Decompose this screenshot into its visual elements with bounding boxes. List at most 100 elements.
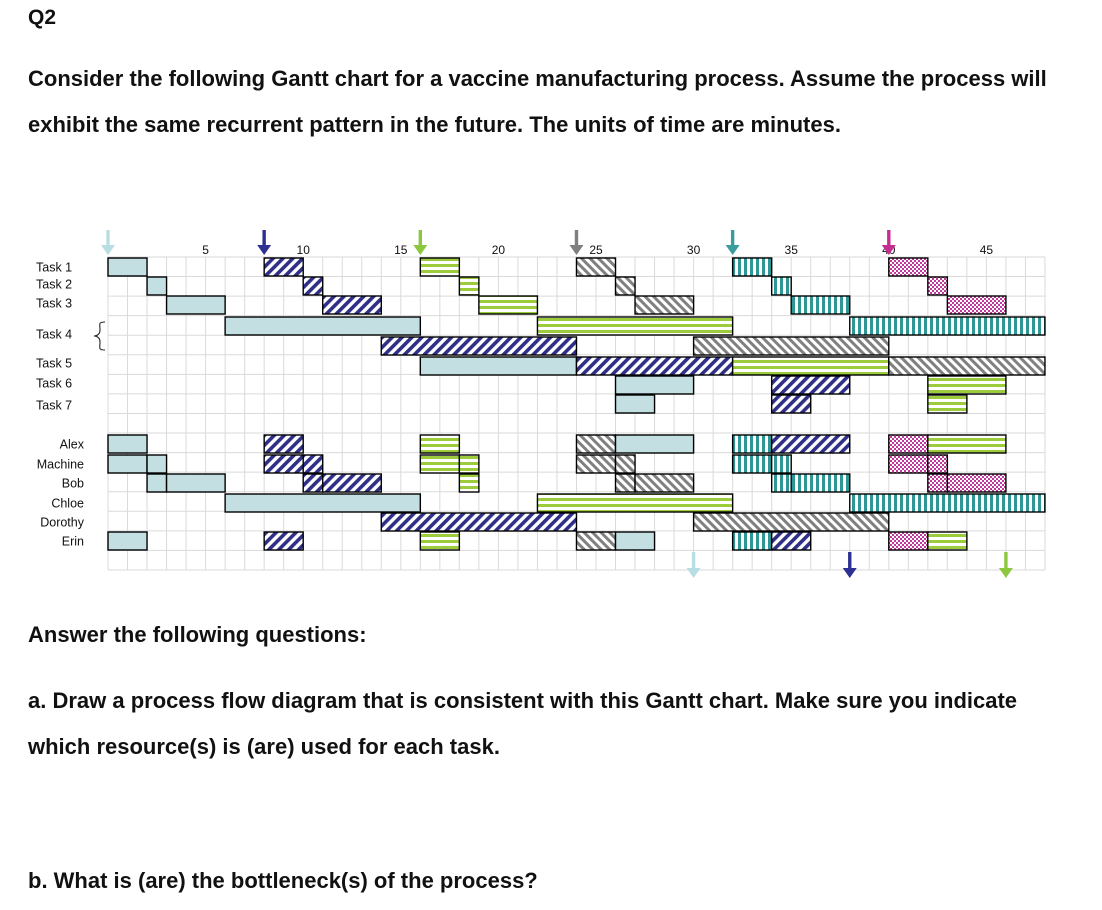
resource-bar (458, 473, 480, 493)
task-bar (634, 295, 695, 315)
task-bar (927, 276, 949, 296)
intro-paragraph: Consider the following Gantt chart for a… (28, 66, 1047, 137)
task-bar (927, 375, 1007, 395)
resource-row-label: Machine (37, 458, 84, 472)
resource-bar (927, 531, 968, 551)
task-bar (322, 295, 382, 315)
x-tick-label: 10 (297, 243, 311, 257)
resource-bar (322, 473, 382, 493)
completion-arrow-head (686, 568, 701, 578)
resource-bar (107, 434, 148, 454)
arrival-arrow-head (725, 245, 740, 255)
x-tick-label: 5 (202, 243, 209, 257)
x-tick-label: 45 (980, 243, 994, 257)
resource-bar (731, 531, 773, 551)
resource-bar (458, 454, 480, 474)
resource-bar (419, 531, 461, 551)
resource-bar (927, 454, 949, 474)
task-bar (458, 276, 480, 296)
arrival-arrow-head (257, 245, 272, 255)
resource-bar (380, 512, 578, 532)
resource-bar (614, 454, 636, 474)
task-bar (770, 394, 812, 414)
resource-bar (614, 473, 636, 493)
arrows (101, 230, 1013, 578)
resource-bar (419, 454, 461, 474)
resource-bar (692, 512, 890, 532)
resource-bar (575, 434, 617, 454)
task-bar (165, 295, 226, 315)
task-bar (614, 276, 636, 296)
completion-arrow-head (842, 568, 857, 578)
x-axis-ticks: 51015202530354045 (202, 243, 993, 257)
question-a: a. Draw a process flow diagram that is c… (28, 688, 1018, 759)
resource-bar (770, 531, 812, 551)
task-bar (224, 316, 422, 336)
resource-bar (165, 473, 226, 493)
task-bar (888, 356, 1046, 376)
task-bar (770, 276, 792, 296)
x-tick-label: 35 (785, 243, 799, 257)
resource-bar (731, 454, 773, 474)
resource-bar (146, 454, 168, 474)
task-bar (692, 336, 890, 356)
resource-bar (575, 454, 617, 474)
bars (107, 257, 1046, 551)
arrival-arrow-head (413, 245, 428, 255)
x-tick-label: 25 (589, 243, 603, 257)
task-row-label: Task 2 (36, 278, 72, 292)
resource-bar (634, 473, 695, 493)
arrival-arrow-head (881, 245, 896, 255)
task-bar (849, 316, 1046, 336)
completion-arrow-head (998, 568, 1013, 578)
resource-bar (770, 434, 851, 454)
task-row-label: Task 4 (36, 328, 72, 342)
task-bar (107, 257, 148, 277)
resource-bar (888, 454, 929, 474)
resource-bar (263, 434, 304, 454)
task-bar (419, 356, 578, 376)
resource-bar (419, 434, 461, 454)
resource-bar (263, 531, 304, 551)
task-bar (478, 295, 539, 315)
x-tick-label: 20 (492, 243, 506, 257)
resource-bar (927, 434, 1007, 454)
task-bar (888, 257, 929, 277)
task-bar (614, 375, 695, 395)
resource-bar (946, 473, 1007, 493)
resource-row-label: Alex (60, 438, 85, 452)
resource-bar (790, 473, 851, 493)
resource-bar (927, 473, 949, 493)
resource-bar (849, 493, 1046, 513)
resource-row-label: Chloe (51, 497, 84, 511)
task-row-label: Task 1 (36, 261, 72, 275)
resource-bar (614, 434, 695, 454)
resource-bar (888, 434, 929, 454)
task-bar (731, 257, 773, 277)
task-bar (575, 356, 734, 376)
answer-heading: Answer the following questions: (28, 622, 367, 647)
arrival-arrow-head (569, 245, 584, 255)
task-bar (770, 375, 851, 395)
resource-bar (107, 454, 148, 474)
resource-row-label: Erin (62, 535, 84, 549)
resource-bar (536, 493, 734, 513)
resource-bar (575, 531, 617, 551)
resource-bar (224, 493, 422, 513)
task-row-label: Task 6 (36, 377, 72, 391)
arrival-arrow-head (101, 245, 115, 255)
task-row-label: Task 5 (36, 357, 72, 371)
task-bar (536, 316, 734, 336)
resource-row-label: Bob (62, 477, 84, 491)
task-bar (790, 295, 851, 315)
task-bar (302, 276, 324, 296)
resource-bar (770, 473, 792, 493)
resource-row-label: Dorothy (40, 516, 85, 530)
task-bar (614, 394, 656, 414)
task-bar (146, 276, 168, 296)
x-tick-label: 30 (687, 243, 701, 257)
resource-bar (614, 531, 656, 551)
resource-bar (263, 454, 304, 474)
resource-bar (770, 454, 792, 474)
